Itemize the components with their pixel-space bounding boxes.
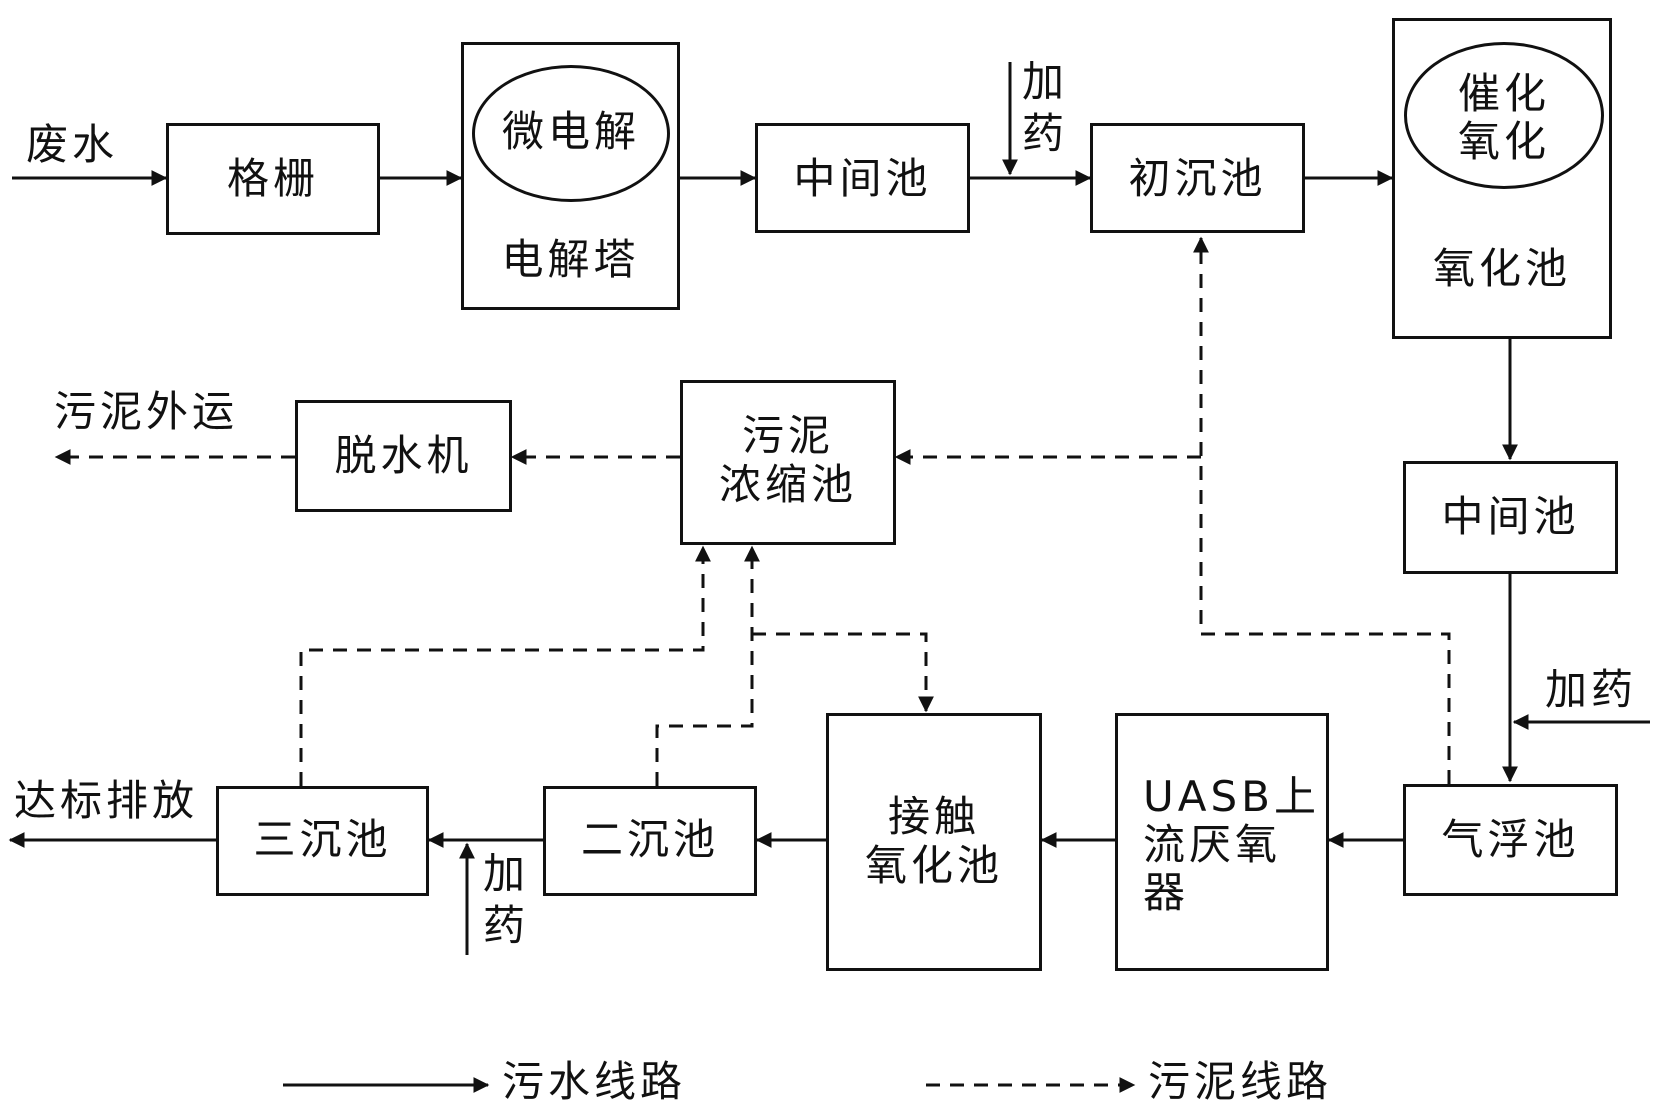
- contact-oxidation-label-line1: 接触: [887, 792, 980, 841]
- middle-pool-2-label: 中间池: [1441, 492, 1580, 541]
- contact-oxidation-box: [826, 713, 1042, 971]
- grating-label: 格栅: [226, 154, 319, 203]
- oxidation-pool-label: 氧化池: [1432, 244, 1571, 293]
- dosing-1-label-bottom: 药: [1022, 109, 1069, 158]
- uasb-label-line2: 流厌氧: [1143, 820, 1282, 869]
- uasb-label-line1: UASB上: [1143, 772, 1320, 821]
- middle-pool-1-label: 中间池: [793, 154, 932, 203]
- sludge-tertiary-to-thickener: [299, 545, 711, 786]
- catalytic-oxidation-ellipse: [1404, 42, 1604, 189]
- electrolysis-tower-label: 电解塔: [501, 235, 640, 284]
- contact-oxidation-label-line2: 氧化池: [864, 841, 1003, 890]
- sludge-thickener-label-line2: 浓缩池: [718, 460, 857, 509]
- tertiary-settling-box: [216, 786, 429, 896]
- dosing-2-label: 加药: [1545, 665, 1638, 714]
- sludge-flotation-to-primary: [1193, 236, 1451, 784]
- dosing-3-label-top: 加: [483, 849, 530, 898]
- sludge-secondary-to-thickener: [655, 545, 760, 786]
- tertiary-settling-label: 三沉池: [253, 815, 392, 864]
- middle-pool-1-box: [755, 123, 970, 233]
- grating-box: [166, 123, 380, 235]
- wastewater-lines: [8, 62, 1650, 955]
- dewatering-machine-box: [295, 400, 512, 512]
- wastewater-inlet-label: 废水: [26, 120, 119, 169]
- air-flotation-box: [1403, 784, 1618, 896]
- dosing-3-label-bottom: 药: [483, 901, 530, 950]
- catalytic-label-line2: 氧化: [1457, 117, 1550, 166]
- uasb-box: [1115, 713, 1329, 971]
- air-flotation-label: 气浮池: [1441, 815, 1580, 864]
- primary-settling-label: 初沉池: [1128, 154, 1267, 203]
- sludge-thickener-label-line1: 污泥: [741, 411, 834, 460]
- legend-water-label: 污水线路: [502, 1057, 687, 1106]
- dewatering-machine-label: 脱水机: [334, 431, 473, 480]
- legend-sludge-label: 污泥线路: [1148, 1057, 1333, 1106]
- middle-pool-2-box: [1403, 461, 1618, 574]
- uasb-label-line3: 器: [1143, 868, 1190, 917]
- discharge-label: 达标排放: [14, 776, 199, 825]
- secondary-settling-box: [543, 786, 757, 896]
- catalytic-label-line1: 催化: [1457, 69, 1550, 118]
- secondary-settling-label: 二沉池: [580, 815, 719, 864]
- dosing-1-label-top: 加: [1022, 57, 1069, 106]
- micro-electrolysis-label: 微电解: [501, 107, 640, 156]
- sludge-out-label: 污泥外运: [54, 387, 239, 436]
- sludge-thickener-box: [680, 380, 896, 545]
- sludge-lines: [54, 236, 1451, 786]
- primary-settling-box: [1090, 123, 1305, 233]
- micro-electrolysis-ellipse: [472, 65, 670, 202]
- sludge-return-to-contact: [752, 632, 934, 713]
